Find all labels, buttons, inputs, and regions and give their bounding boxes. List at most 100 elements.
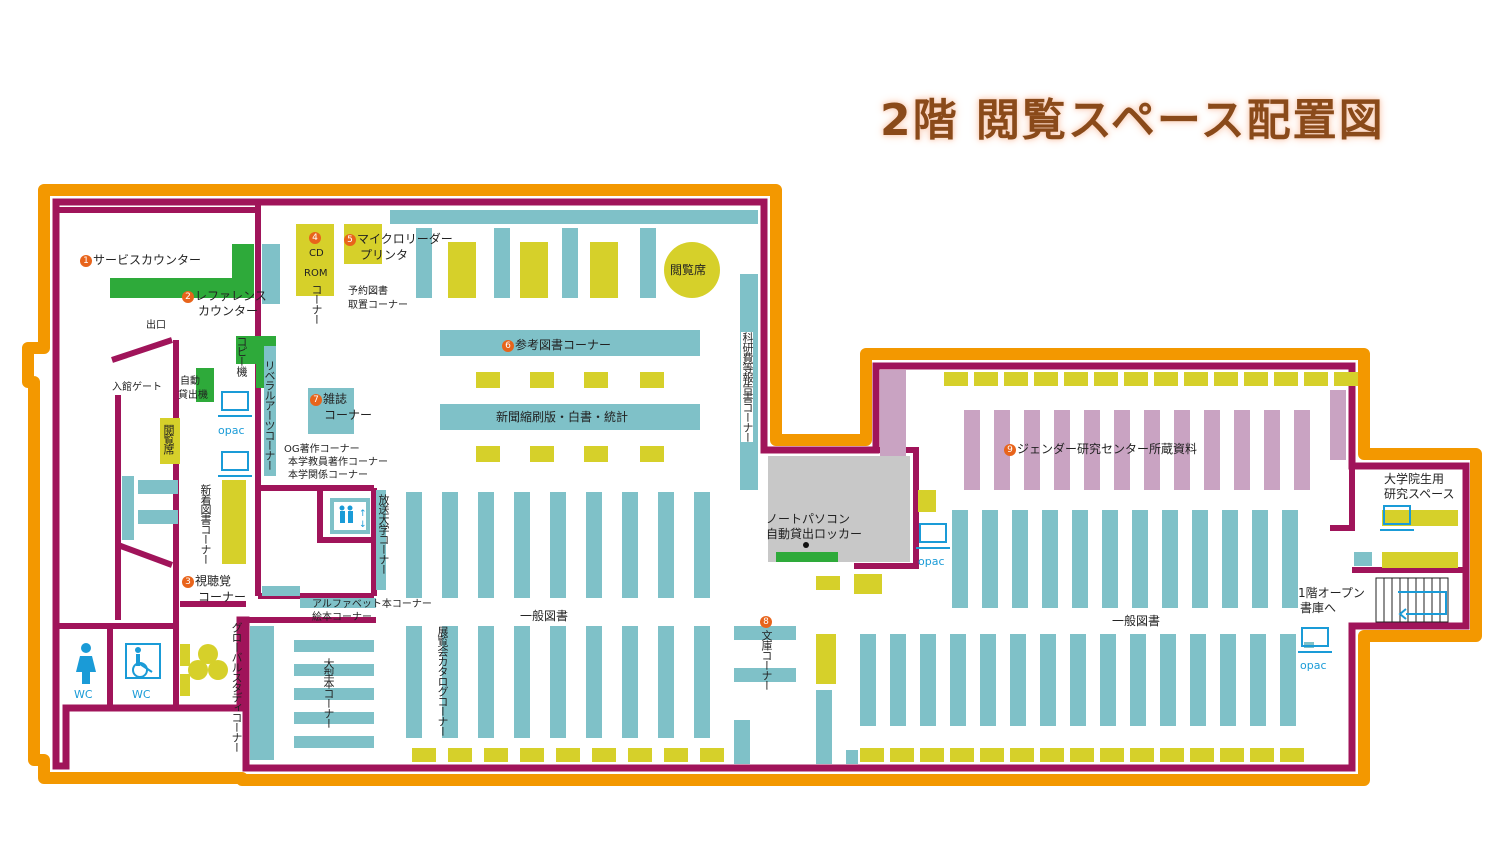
pc-terminal-icon [218,391,1414,653]
gender-shelf [1144,410,1160,490]
reading-seat-small-label: 閲覧席 [162,424,175,454]
area-badge: 8 [760,616,772,628]
desk [412,748,436,762]
svg-text:↓: ↓ [359,520,367,530]
area-8-text: 文庫 [760,630,773,650]
wc-accessible-label: WC [132,688,151,701]
desk [890,748,914,762]
general-books-left-label: 一般図書 [520,609,569,623]
desk [1040,748,1064,762]
gender-shelf [1114,410,1130,490]
book-shelf [1252,510,1268,608]
new-books-label: 新着図書コーナー [199,484,212,564]
book-shelf [622,492,638,598]
book-shelf [586,492,602,598]
area-7-label2: コーナー [324,408,373,422]
desk [1010,748,1034,762]
book-shelf [622,626,638,738]
area-7-text: 雑誌 [323,392,348,406]
desk [920,748,944,762]
large-books-label: 大型本コーナー [322,658,335,728]
univ-related-label: 本学関係コーナー [288,470,368,481]
og-works-label: OG著作コーナー [284,444,360,455]
area-5-label2: プリンタ [360,248,409,262]
book-shelf [1040,634,1056,726]
global-study-label: グローバルスタディコーナー [230,622,243,752]
desk [980,748,1004,762]
gender-shelves [880,370,1346,490]
book-shelf [860,634,876,726]
area-3-label2: コーナー [198,590,247,604]
area-8-text2: コーナー [760,650,773,690]
desk [520,748,544,762]
laptop-locker-label: ノートパソコン [766,512,851,526]
book-shelf [1282,510,1298,608]
entrance-gate-label: 入館ゲート [112,382,162,393]
book-shelf [1072,510,1088,608]
shelves [122,210,1372,764]
area-badge: 6 [502,340,514,352]
book-shelf [586,626,602,738]
area-badge: 4 [309,232,321,244]
locker-dot [803,542,809,548]
laptop-locker-area [768,456,910,562]
book-shelf [658,492,674,598]
women-toilet-icon [76,643,96,684]
desk [950,748,974,762]
opac-label-2: opac [918,555,945,568]
stairs-label: 1階オープン [1298,586,1365,600]
area-4-badge: 4 [309,230,322,244]
stairs-icon [1375,577,1449,623]
book-shelf [1102,510,1118,608]
liberal-arts-label: リベラルアーツコーナー [263,360,276,470]
picture-books-label: 絵本コーナー [312,612,372,623]
book-shelf [550,492,566,598]
book-shelf [1042,510,1058,608]
wheelchair-icon [125,643,161,679]
desk [1154,372,1178,386]
book-shelf [950,634,966,726]
book-shelf [478,492,494,598]
book-shelf [1132,510,1148,608]
book-shelf [1250,634,1266,726]
book-shelf [514,626,530,738]
desk [1214,372,1238,386]
area-3-text: 視聴覚 [195,574,232,588]
desk [1304,372,1328,386]
grad-space-label: 大学院生用 [1384,472,1445,486]
laptop-locker-bar [776,552,838,562]
book-shelf [1280,634,1296,726]
desk [628,748,652,762]
research-reports-label: 科研費等報告書コーナー [741,332,754,442]
self-checkout-label: 自動 [180,376,200,387]
book-shelf [1130,634,1146,726]
area-2-text: レファレンス [195,289,267,303]
book-shelf [1012,510,1028,608]
desk [448,748,472,762]
area-badge: 3 [182,576,194,588]
desk [1094,372,1118,386]
desk [1190,748,1214,762]
self-checkout-label2: 貸出機 [178,390,208,401]
desk [1130,748,1154,762]
gender-shelf [964,410,980,490]
desk-rows [412,372,1358,762]
desk [1250,748,1274,762]
newspaper-label: 新聞縮刷版・白書・統計 [496,410,629,424]
wc-women-label: WC [74,688,93,701]
book-shelf [1162,510,1178,608]
reading-seat-round-label: 閲覧席 [670,263,707,277]
gender-shelf [1024,410,1040,490]
book-shelf [952,510,968,608]
gender-shelf [1234,410,1250,490]
area-5-text: マイクロリーダー [357,232,453,246]
desk [1100,748,1124,762]
desk [1274,372,1298,386]
book-shelf [982,510,998,608]
grad-space-label2: 研究スペース [1384,487,1455,501]
reserved-books-label2: 取置コーナー [348,300,408,311]
